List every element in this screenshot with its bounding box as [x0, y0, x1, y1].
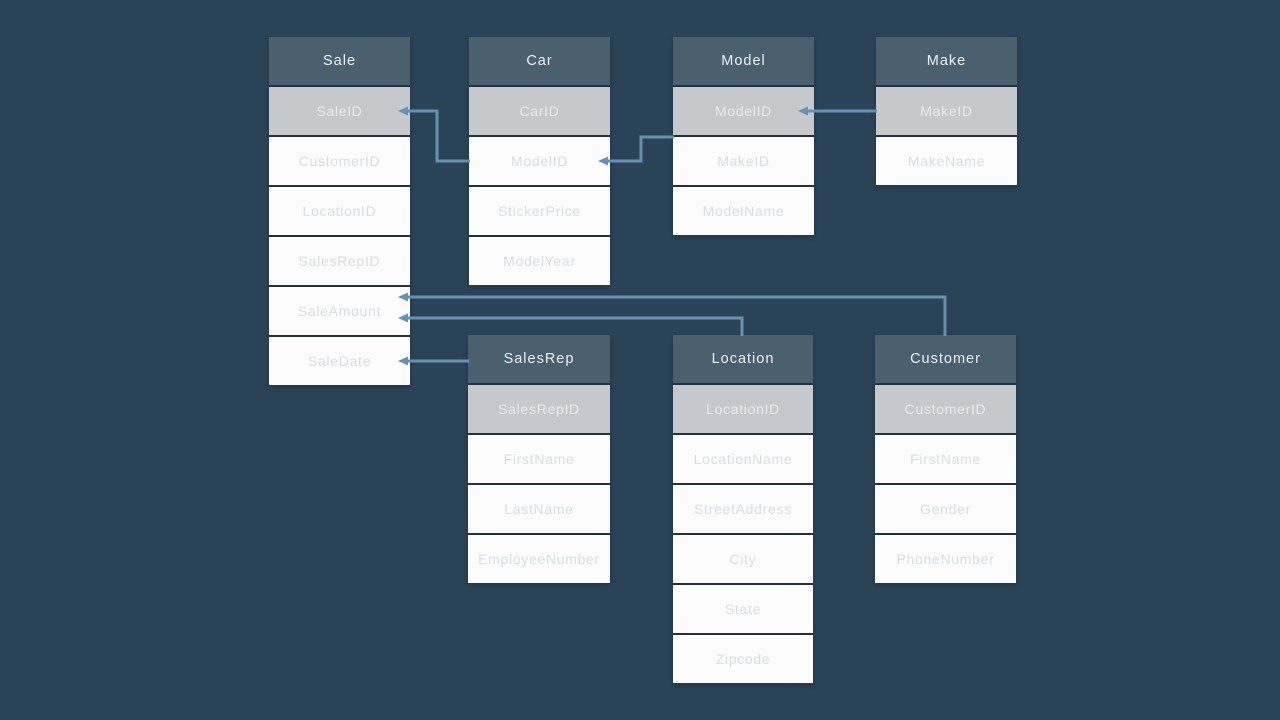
table-sale: Sale SaleID CustomerID LocationID SalesR…	[269, 37, 410, 385]
table-car-field-row: StickerPrice	[469, 187, 610, 235]
table-salesrep-key-row: SalesRepID	[468, 385, 610, 433]
table-customer-field-row: PhoneNumber	[875, 535, 1016, 583]
table-make-header: Make	[876, 37, 1017, 85]
table-model: Model ModelID MakeID ModelName	[673, 37, 814, 235]
table-customer-field-row: Gender	[875, 485, 1016, 533]
table-car-field-row: ModelYear	[469, 237, 610, 285]
table-car: Car CarID ModelID StickerPrice ModelYear	[469, 37, 610, 285]
table-make: Make MakeID MakeName	[876, 37, 1017, 185]
connector-sale-to-customer	[398, 292, 947, 336]
table-customer-field-row: FirstName	[875, 435, 1016, 483]
table-location-field-row: City	[673, 535, 813, 583]
table-location-field-row: State	[673, 585, 813, 633]
table-model-field-row: MakeID	[673, 137, 814, 185]
table-sale-key-row: SaleID	[269, 87, 410, 135]
table-location-field-row: Zipcode	[673, 635, 813, 683]
table-model-header: Model	[673, 37, 814, 85]
table-sale-field-row: SalesRepID	[269, 237, 410, 285]
table-location-header: Location	[673, 335, 813, 383]
table-car-key-row: CarID	[469, 87, 610, 135]
table-location-key-row: LocationID	[673, 385, 813, 433]
table-salesrep-field-row: LastName	[468, 485, 610, 533]
table-customer-header: Customer	[875, 335, 1016, 383]
connector-sale-to-location	[398, 313, 744, 336]
table-customer: Customer CustomerID FirstName Gender Pho…	[875, 335, 1016, 583]
table-sale-field-row: LocationID	[269, 187, 410, 235]
table-salesrep-field-row: EmployeeNumber	[468, 535, 610, 583]
table-salesrep-header: SalesRep	[468, 335, 610, 383]
table-location-field-row: LocationName	[673, 435, 813, 483]
table-make-field-row: MakeName	[876, 137, 1017, 185]
table-model-field-row: ModelName	[673, 187, 814, 235]
table-sale-header: Sale	[269, 37, 410, 85]
table-sale-field-row: SaleDate	[269, 337, 410, 385]
table-make-key-row: MakeID	[876, 87, 1017, 135]
table-salesrep-field-row: FirstName	[468, 435, 610, 483]
table-location-field-row: StreetAddress	[673, 485, 813, 533]
table-sale-field-row: SaleAmount	[269, 287, 410, 335]
table-location: Location LocationID LocationName StreetA…	[673, 335, 813, 683]
table-car-header: Car	[469, 37, 610, 85]
table-model-key-row: ModelID	[673, 87, 814, 135]
table-car-field-row: ModelID	[469, 137, 610, 185]
table-salesrep: SalesRep SalesRepID FirstName LastName E…	[468, 335, 610, 583]
table-customer-key-row: CustomerID	[875, 385, 1016, 433]
table-sale-field-row: CustomerID	[269, 137, 410, 185]
